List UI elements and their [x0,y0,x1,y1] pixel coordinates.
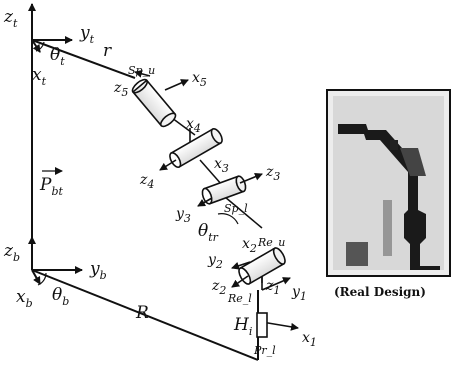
link-3-2 [224,196,263,229]
label-y3: y3 [175,206,191,225]
frame-lines [31,39,263,361]
label-y1: y1 [291,284,307,303]
base-link-R [31,269,259,361]
label-y2: y2 [207,252,223,271]
joint-4-axes [159,128,191,171]
label-theta-tr: θtr [198,221,219,244]
prismatic-joint [256,312,268,338]
label-sp-l: Sp_l [224,202,248,215]
top-link-r [31,39,136,79]
label-z3: z3 [265,164,280,183]
label-y-t: yt [79,23,95,46]
label-x2: x2 [242,236,257,255]
label-y-b: yb [89,259,107,282]
joint-5-cylinder [131,78,177,128]
label-r: r [103,41,112,61]
label-sp-u: Sp_u [128,64,155,77]
x-b-axis [31,269,41,285]
label-z2: z2 [211,278,226,297]
label-P-bt: Pbt [39,175,63,198]
label-x-t: xt [32,65,47,88]
label-theta-b: θb [52,285,69,308]
label-R: R [135,303,149,323]
label-z4: z4 [139,172,154,191]
link-4-3 [199,159,223,186]
label-x-b: xb [16,287,33,310]
label-re-l: Re_l [227,292,252,305]
joint-3-axes [197,172,263,225]
label-x1: x1 [302,330,317,349]
label-z-b: zb [3,241,20,264]
photo-caption: (Real Design) [334,285,426,299]
joint-2-axes [231,261,251,288]
label-re-u: Re_u [257,236,285,249]
label-x4: x4 [186,116,201,135]
theta-t-arc [35,41,45,52]
base-frame-axes [28,236,83,286]
label-z1: z1 [265,278,280,297]
axis-labels: zt yt xt θt r Sp_u z5 x5 x4 z4 x3 z3 y3 … [3,7,317,357]
theta-b-arc [37,272,47,286]
joint-2-cylinder [238,247,286,285]
joint-1-axes [261,276,299,331]
joint-5-axes [134,69,189,91]
label-theta-t: θt [50,45,65,68]
label-H-i: Hi [233,315,252,338]
label-pr-l: Pr_l [253,344,276,357]
label-z5: z5 [113,80,128,99]
real-design-photo: (Real Design) [326,89,451,299]
label-x3: x3 [214,156,229,175]
label-x5: x5 [192,70,207,89]
label-z-t: zt [3,7,18,30]
top-frame-axes [28,3,73,53]
